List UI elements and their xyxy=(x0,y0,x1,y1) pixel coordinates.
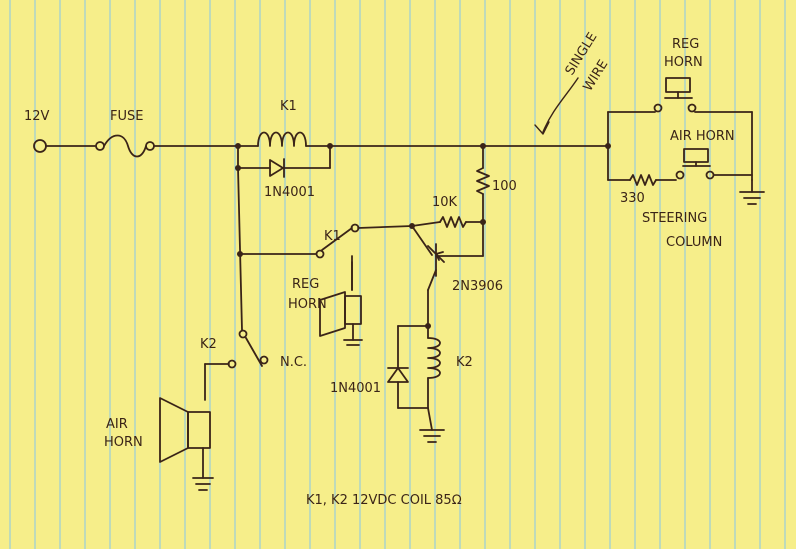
ruled-lines xyxy=(9,0,786,549)
label-fuse: FUSE xyxy=(110,109,143,124)
transistor-2n3906 xyxy=(411,225,484,327)
k1-flyback-diode xyxy=(237,145,331,178)
label-column: COLUMN xyxy=(666,235,722,250)
k2-coil xyxy=(427,325,441,409)
label-reg-horn-1: REG xyxy=(292,277,319,292)
label-diode-k2: 1N4001 xyxy=(330,381,381,396)
k2-contact xyxy=(204,329,269,401)
resistor-10k xyxy=(411,216,484,228)
label-10k: 10K xyxy=(432,195,458,210)
label-diode-k1: 1N4001 xyxy=(264,185,315,200)
label-12v: 12V xyxy=(24,109,50,124)
label-k1-contact: K1 xyxy=(324,229,341,244)
label-k2-contact: K2 xyxy=(200,337,217,352)
label-reg-horn-2: HORN xyxy=(288,297,327,312)
label-100: 100 xyxy=(492,179,517,194)
label-footnote: K1, K2 12VDC COIL 85Ω xyxy=(306,493,462,508)
label-nc: N.C. xyxy=(280,355,307,370)
label-reg-switch-2: HORN xyxy=(664,55,703,70)
label-air-2: HORN xyxy=(104,435,143,450)
label-330: 330 xyxy=(620,191,645,206)
label-air-horn-switch: AIR HORN xyxy=(670,129,735,144)
resistor-100 xyxy=(476,145,490,257)
label-k1-coil: K1 xyxy=(280,99,297,114)
steering-switch-network xyxy=(607,77,765,205)
k2-flyback-diode xyxy=(387,325,429,409)
air-horn-speaker xyxy=(159,397,214,491)
left-feed-wire xyxy=(237,167,243,331)
single-wire-arrow xyxy=(534,77,579,135)
k1-coil xyxy=(237,131,331,147)
label-2n3906: 2N3906 xyxy=(452,279,503,294)
fuse xyxy=(95,134,155,158)
label-air-1: AIR xyxy=(106,417,128,432)
label-k2-coil: K2 xyxy=(456,355,473,370)
k2-ground xyxy=(419,407,445,443)
label-steering: STEERING xyxy=(642,211,707,226)
reg-horn-speaker xyxy=(319,261,363,346)
label-reg-switch-1: REG xyxy=(672,37,699,52)
supply-terminal xyxy=(33,139,96,153)
